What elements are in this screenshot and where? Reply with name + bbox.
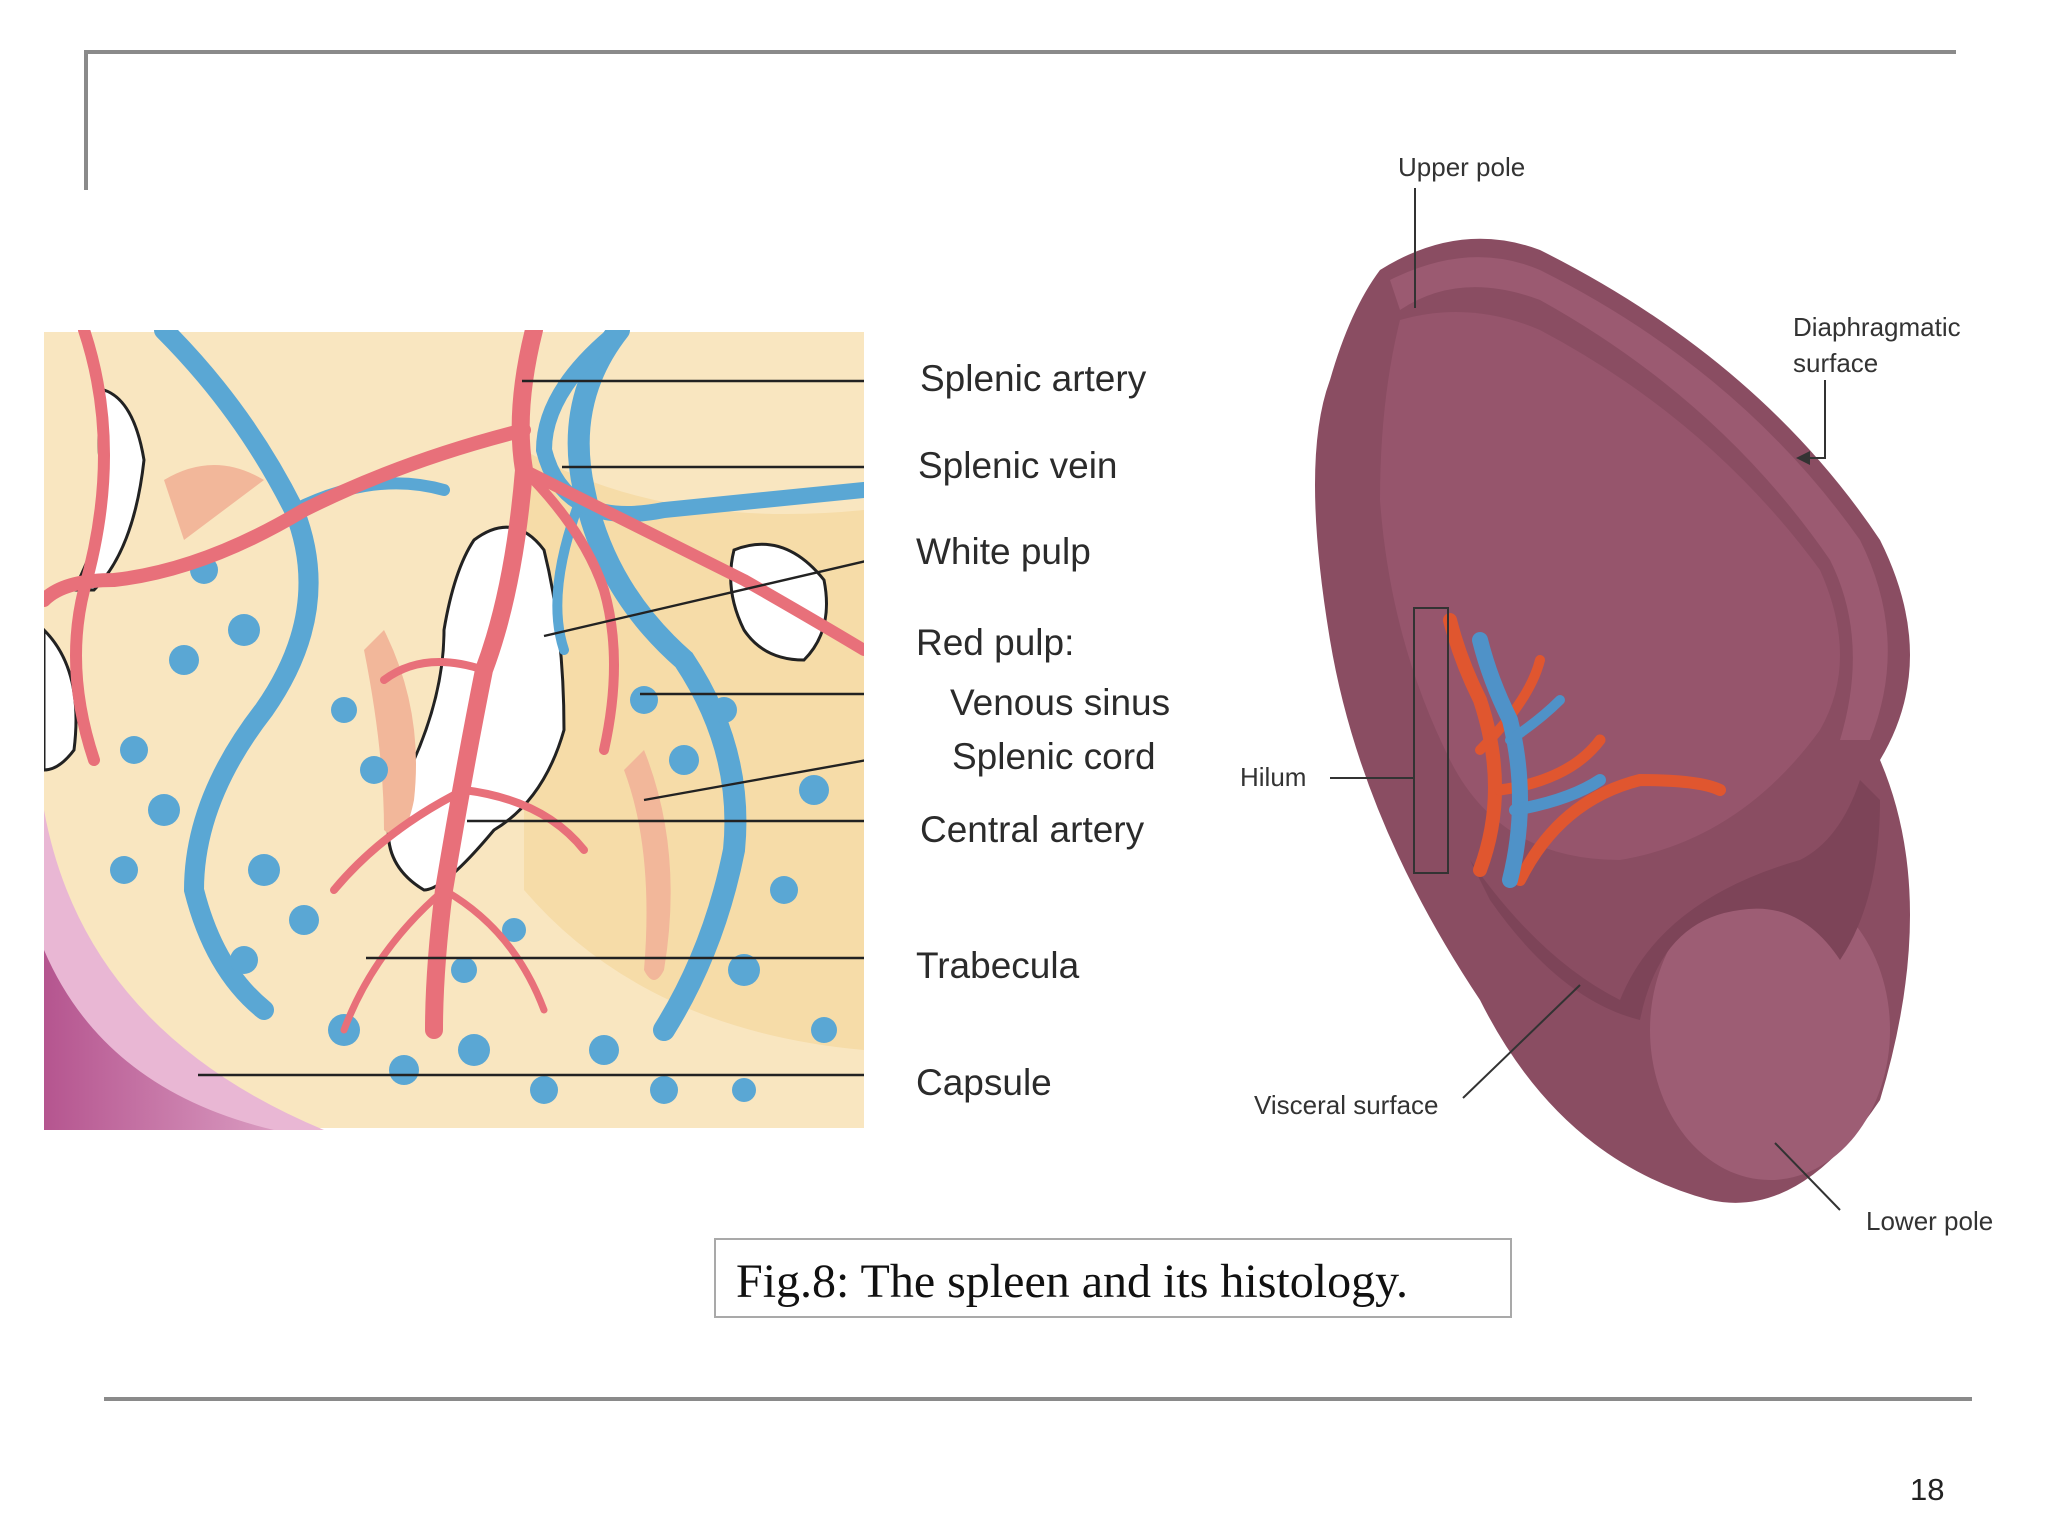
- label-splenic-artery: Splenic artery: [920, 358, 1147, 399]
- spleen-leader-lines: [1330, 188, 1841, 1211]
- label-venous-sinus: Venous sinus: [950, 682, 1171, 723]
- label-visceral-surface: Visceral surface: [1254, 1090, 1439, 1120]
- label-capsule: Capsule: [916, 1062, 1052, 1103]
- label-red-pulp: Red pulp:: [916, 622, 1075, 663]
- lower-pole-region: [1650, 880, 1890, 1180]
- vein-network: [154, 330, 864, 1041]
- bottom-border-line: [104, 1397, 1972, 1401]
- label-white-pulp: White pulp: [916, 531, 1091, 572]
- spleen-gross-illustration: [1315, 188, 1910, 1211]
- label-diaphragmatic-line1: Diaphragmatic: [1793, 312, 1961, 342]
- artery-network: [44, 330, 864, 1039]
- label-hilum: Hilum: [1240, 762, 1307, 792]
- visceral-concavity: [1380, 312, 1840, 860]
- figure-caption: Fig.8: The spleen and its histology.: [714, 1238, 1512, 1318]
- label-lower-pole: Lower pole: [1866, 1206, 1994, 1236]
- spleen-histology-illustration: [44, 330, 864, 1130]
- page-number: 18: [1910, 1472, 1945, 1507]
- histology-leader-lines: [198, 379, 864, 1077]
- label-central-artery: Central artery: [920, 809, 1145, 850]
- top-border-line: [86, 50, 1956, 54]
- label-trabecula: Trabecula: [916, 945, 1080, 986]
- hilum-vessels: [1443, 613, 1726, 888]
- label-upper-pole: Upper pole: [1398, 152, 1526, 182]
- label-splenic-vein: Splenic vein: [918, 445, 1118, 486]
- label-diaphragmatic-line2: surface: [1793, 348, 1879, 378]
- label-splenic-cord: Splenic cord: [952, 736, 1156, 777]
- left-border-line: [84, 50, 88, 190]
- capsule-region: [44, 810, 324, 1130]
